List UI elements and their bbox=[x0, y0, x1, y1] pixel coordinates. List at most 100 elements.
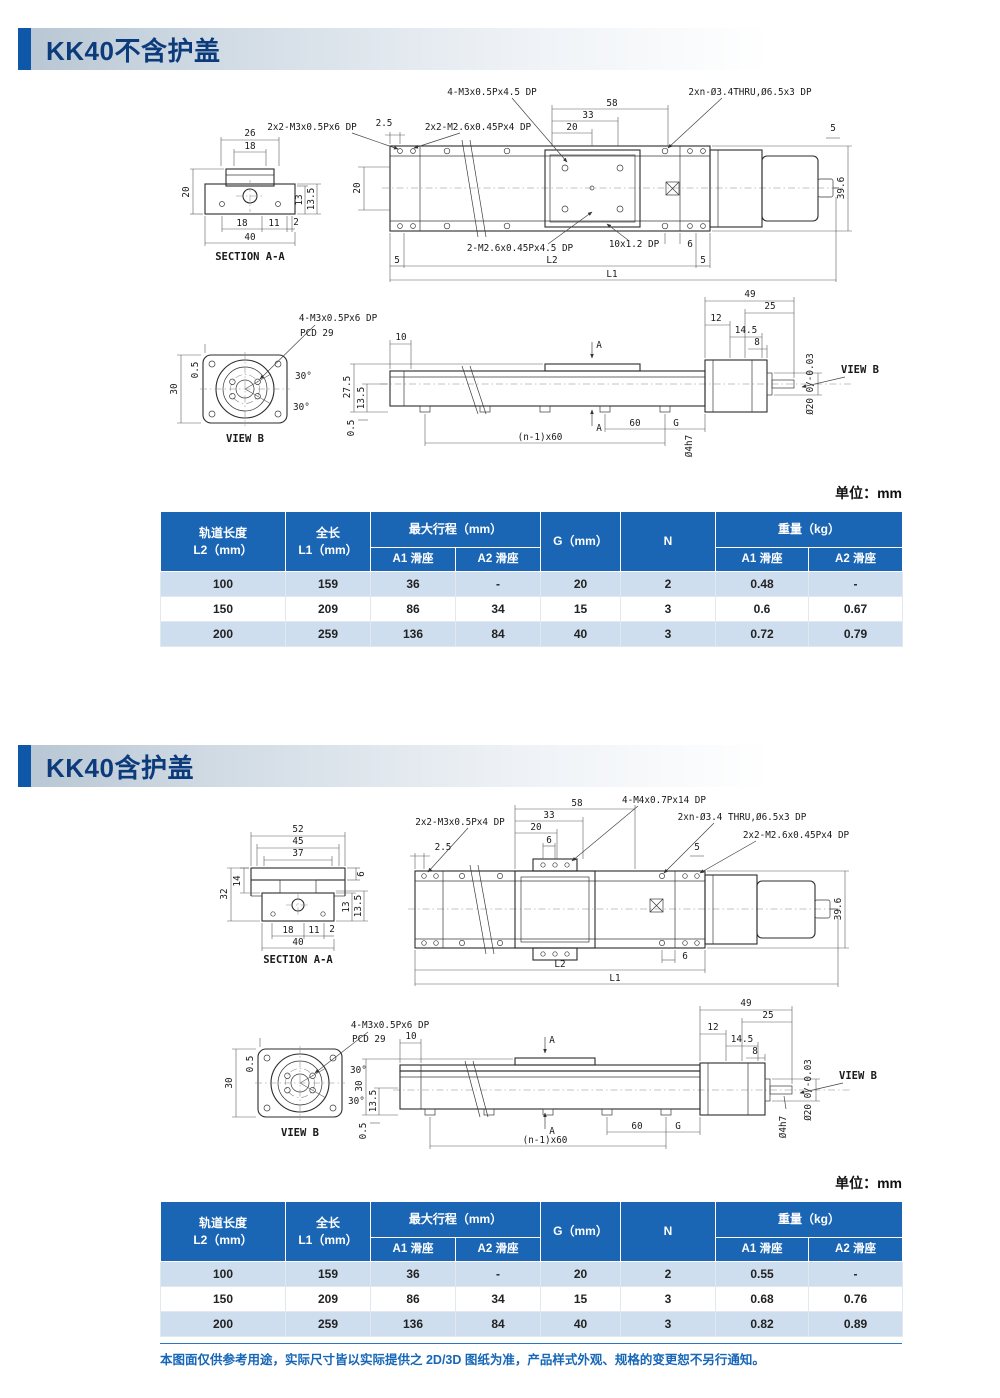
header-stroke-a2: A2 滑座 bbox=[455, 1237, 541, 1262]
header-stroke-a1: A1 滑座 bbox=[370, 1237, 456, 1262]
view-b-arrow-label: VIEW B bbox=[839, 1070, 877, 1082]
dim-label: 18 bbox=[282, 925, 293, 936]
dim-label: 5 bbox=[830, 123, 836, 134]
table-cell: 136 bbox=[370, 1311, 456, 1337]
footer-disclaimer: 本图面仅供参考用途，实际尺寸皆以实际提供之 2D/3D 图纸为准，产品样式外观、… bbox=[160, 1343, 902, 1368]
table-cell: 15 bbox=[540, 1286, 621, 1312]
section1-section-aa-view: 26 18 20 13 13.5 18 11 2 bbox=[181, 128, 321, 263]
dim-label: 0.5 bbox=[358, 1123, 369, 1140]
section2-cad-drawing: 52 45 37 6 14 32 13 bbox=[219, 795, 877, 1149]
table-cell: 2 bbox=[620, 571, 716, 597]
section1-accent-bar bbox=[18, 28, 31, 70]
dim-label: 40 bbox=[292, 937, 303, 948]
table-cell: 259 bbox=[285, 1311, 371, 1337]
table-cell: 159 bbox=[285, 571, 371, 597]
dim-label: 33 bbox=[582, 110, 593, 121]
table-cell: 2 bbox=[620, 1261, 716, 1287]
dim-label: 6 bbox=[687, 239, 693, 250]
dim-label: 18 bbox=[236, 218, 247, 229]
dim-label: L2 bbox=[554, 959, 565, 970]
dim-label: (n-1)x60 bbox=[523, 1135, 568, 1146]
annotation-label: 10x1.2 DP bbox=[609, 239, 660, 250]
dim-label: 2 bbox=[293, 217, 299, 228]
kk40-datasheet: KK40不含护盖 26 18 bbox=[0, 28, 1000, 1368]
dim-label: 18 bbox=[244, 141, 255, 152]
header-total-length-line2: L1（mm） bbox=[298, 542, 358, 557]
dim-label: 13.5 bbox=[368, 1090, 379, 1112]
annotation-label: 2x2-M3x0.5Px6 DP bbox=[267, 122, 357, 133]
annotation-label: 4-M3x0.5Px6 DP bbox=[299, 313, 378, 324]
dim-label: 12 bbox=[707, 1022, 718, 1033]
dim-label: 5 bbox=[700, 255, 706, 266]
table-cell: 0.72 bbox=[715, 621, 809, 647]
table-cell: 159 bbox=[285, 1261, 371, 1287]
dim-label: 32 bbox=[219, 888, 230, 899]
dim-label: 60 bbox=[631, 1121, 642, 1132]
table-cell: 40 bbox=[540, 621, 621, 647]
annotation-label: PCD 29 bbox=[300, 328, 334, 339]
dim-label: 58 bbox=[571, 798, 582, 809]
dim-label: 0.5 bbox=[245, 1056, 256, 1073]
table-cell: 86 bbox=[370, 596, 456, 622]
dim-label: 30 bbox=[224, 1077, 235, 1088]
dim-label: 20 bbox=[352, 182, 363, 193]
table-cell: 34 bbox=[455, 596, 541, 622]
table-cell: 0.68 bbox=[715, 1286, 809, 1312]
dim-label: G bbox=[675, 1121, 681, 1132]
header-stroke-a1: A1 滑座 bbox=[370, 547, 456, 572]
annotation-label: 2x2-M2.6x0.45Px4 DP bbox=[425, 122, 532, 133]
section1-side-view: 10 49 25 12 14.5 8 27.5 13.5 0.5 bbox=[342, 289, 879, 457]
header-track-length-line1: 轨道长度 bbox=[198, 526, 247, 541]
section2-plan-view: 58 33 20 6 4-M4x0.7Px14 DP 2x2-M3x0.5Px4… bbox=[408, 795, 850, 987]
section-arrow-label: A bbox=[549, 1126, 555, 1137]
table-cell: 20 bbox=[540, 571, 621, 597]
header-max-stroke: 最大行程（mm） bbox=[370, 511, 541, 548]
table-row: 150 209 86 34 15 3 0.68 0.76 bbox=[160, 1286, 904, 1312]
dim-label: 6 bbox=[682, 951, 688, 962]
section2-unit-label: 单位：mm bbox=[835, 1175, 902, 1191]
table-cell: - bbox=[807, 1261, 904, 1287]
table-cell: 86 bbox=[370, 1286, 456, 1312]
table-cell: 0.82 bbox=[715, 1311, 809, 1337]
table-row: 200 259 136 84 40 3 0.82 0.89 bbox=[160, 1311, 904, 1337]
section1-drawing-area: 26 18 20 13 13.5 18 11 2 bbox=[0, 76, 1000, 473]
dim-label: 13.5 bbox=[356, 387, 367, 409]
header-weight: 重量（kg） bbox=[714, 511, 904, 548]
dim-label: 13.5 bbox=[306, 188, 317, 210]
dim-label: 39.6 bbox=[833, 898, 844, 920]
dim-label: 30 bbox=[169, 383, 180, 394]
annotation-label: 2x2-M3x0.5Px4 DP bbox=[415, 817, 505, 828]
dim-label: 6 bbox=[356, 871, 367, 877]
table-cell: 3 bbox=[620, 596, 716, 622]
table-row: 100 159 36 - 20 2 0.48 - bbox=[160, 571, 904, 597]
table-cell: 15 bbox=[540, 596, 621, 622]
annotation-label: 2xn-Ø3.4 THRU,Ø6.5x3 DP bbox=[678, 812, 807, 823]
table-cell: 36 bbox=[370, 1261, 456, 1287]
annotation-label: 4-M3x0.5Px6 DP bbox=[351, 1020, 430, 1031]
table-cell: 3 bbox=[620, 1286, 716, 1312]
dim-label: Ø20 0/-0.03 bbox=[803, 1059, 814, 1121]
dim-label: 49 bbox=[740, 998, 751, 1009]
dim-label: 2.5 bbox=[435, 842, 452, 853]
dim-label: (n-1)x60 bbox=[518, 432, 563, 443]
table-cell: 0.76 bbox=[807, 1286, 904, 1312]
table-cell: - bbox=[455, 1261, 541, 1287]
view-b-caption: VIEW B bbox=[281, 1127, 319, 1139]
dim-label: 13.5 bbox=[353, 895, 364, 917]
dim-label: 10 bbox=[395, 332, 406, 343]
header-total-length-line1: 全长 bbox=[315, 526, 340, 541]
annotation-label: 2x2-M2.6x0.45Px4 DP bbox=[743, 830, 850, 841]
dim-label: 33 bbox=[543, 810, 554, 821]
dim-label: Ø4h7 bbox=[684, 435, 695, 457]
table-row: 100 159 36 - 20 2 0.55 - bbox=[160, 1261, 904, 1287]
table-row: 150 209 86 34 15 3 0.6 0.67 bbox=[160, 596, 904, 622]
section1-unit-label: 单位：mm bbox=[835, 485, 902, 501]
dim-label: 40 bbox=[244, 232, 255, 243]
dim-label: 2.5 bbox=[376, 118, 393, 129]
dim-label: L2 bbox=[546, 255, 557, 266]
